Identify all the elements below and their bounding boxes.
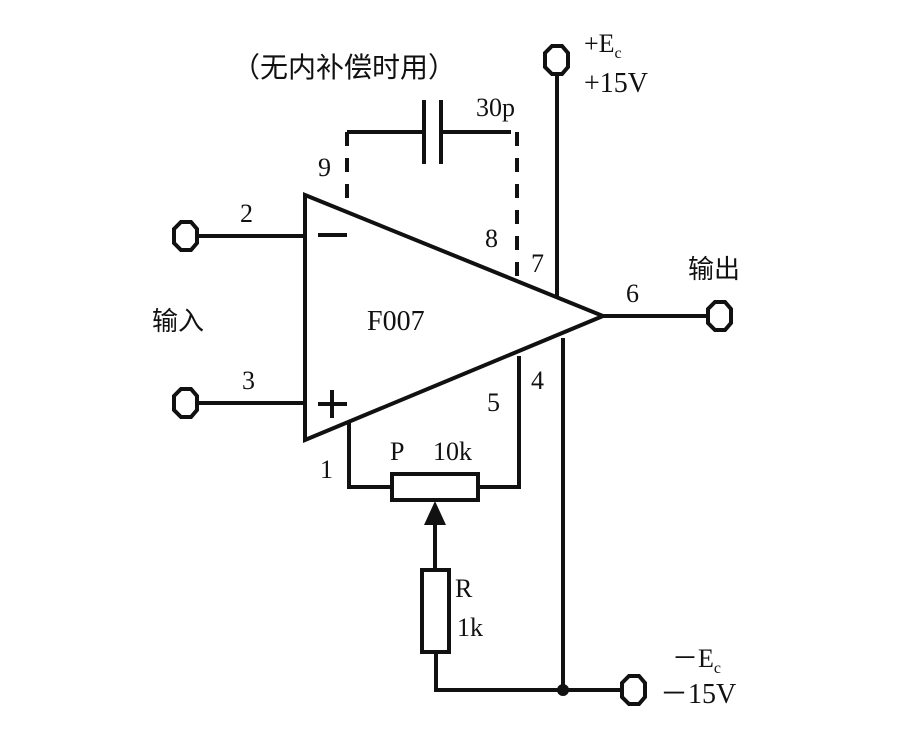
- pin-1-label: 1: [320, 455, 333, 484]
- vee-voltage: －15V: [660, 679, 736, 710]
- resistor: [420, 568, 451, 654]
- pin-6-label: 6: [626, 279, 639, 308]
- resistor-value: 1k: [457, 613, 483, 642]
- input2-terminal[interactable]: [172, 220, 199, 252]
- pot-name: P: [390, 437, 404, 466]
- pin-8-label: 8: [485, 224, 498, 253]
- vee-terminal[interactable]: [620, 674, 647, 706]
- pin-2-label: 2: [240, 199, 253, 228]
- opamp-triangle: [303, 192, 609, 443]
- input3-terminal[interactable]: [172, 387, 199, 419]
- vee-name: －Ec: [672, 644, 721, 677]
- wiper-arrow-icon: [424, 501, 446, 525]
- pin-7-label: 7: [531, 249, 544, 278]
- output-label: 输出: [688, 255, 740, 285]
- potentiometer: [390, 472, 480, 502]
- capacitor-value: 30p: [476, 93, 515, 122]
- pin-5-label: 5: [487, 388, 500, 417]
- compensation-note: （无内补偿时用）: [232, 51, 456, 84]
- vcc-name: +Ec: [584, 29, 622, 62]
- chip-label: F007: [367, 306, 425, 337]
- output-terminal[interactable]: [706, 300, 733, 332]
- pin-3-label: 3: [242, 366, 255, 395]
- pin-4-label: 4: [531, 366, 544, 395]
- resistor-name: R: [455, 574, 473, 603]
- pot-value: 10k: [433, 437, 472, 466]
- vcc-voltage: +15V: [584, 68, 648, 99]
- vcc-terminal[interactable]: [543, 44, 570, 76]
- pin-9-label: 9: [318, 153, 331, 182]
- input-label: 输入: [152, 307, 204, 337]
